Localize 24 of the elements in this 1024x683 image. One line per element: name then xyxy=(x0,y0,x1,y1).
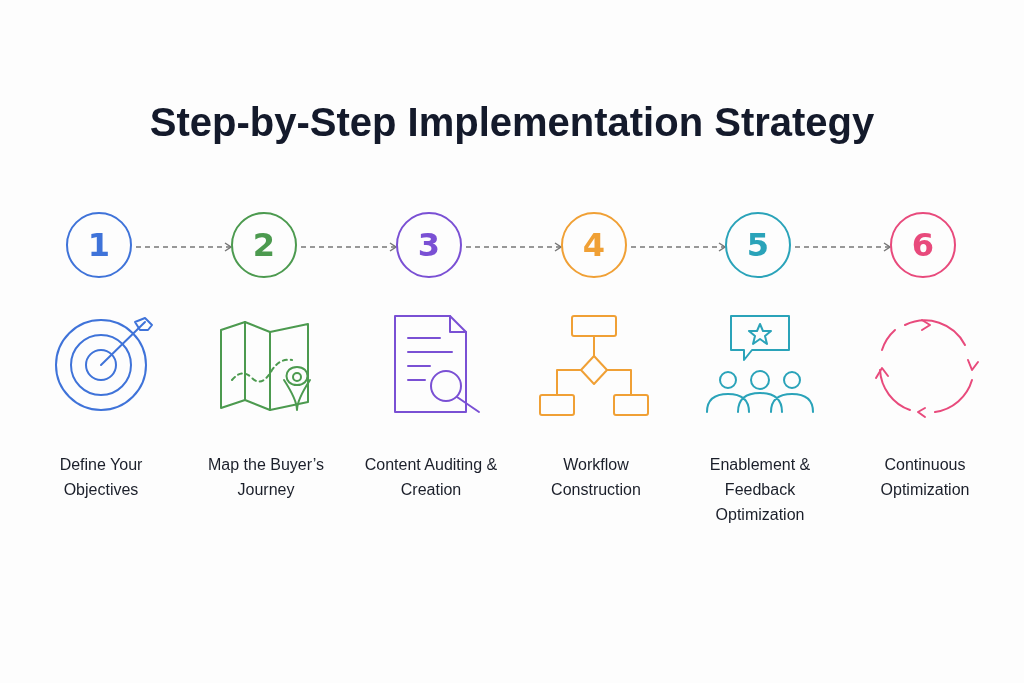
step-number: 3 xyxy=(416,226,442,264)
step-label: Continuous Optimization xyxy=(879,455,971,500)
step-number: 1 xyxy=(86,226,112,264)
dashed-arrow xyxy=(630,242,726,252)
step-circle xyxy=(725,212,791,278)
dashed-arrow xyxy=(794,242,891,252)
step-label: Define Your Objectives xyxy=(58,455,144,500)
dashed-arrow xyxy=(300,242,397,252)
title: Step-by-Step Implementation Strategy xyxy=(148,100,876,145)
dashed-arrow xyxy=(135,242,232,252)
step-number: 4 xyxy=(581,226,607,264)
step-circle xyxy=(561,212,627,278)
step-number: 5 xyxy=(745,226,771,264)
step-circle xyxy=(396,212,462,278)
dashed-arrow xyxy=(465,242,562,252)
step-circle xyxy=(231,212,297,278)
step-label: Enablement & Feedback Optimization xyxy=(708,455,812,525)
step-label: Map the Buyer’s Journey xyxy=(207,455,325,500)
step-circle xyxy=(66,212,132,278)
step-circle xyxy=(890,212,956,278)
step-number: 2 xyxy=(251,226,277,264)
step-label: Content Auditing & Creation xyxy=(363,455,499,500)
step-number: 6 xyxy=(910,226,936,264)
step-label: Workflow Construction xyxy=(550,455,642,500)
